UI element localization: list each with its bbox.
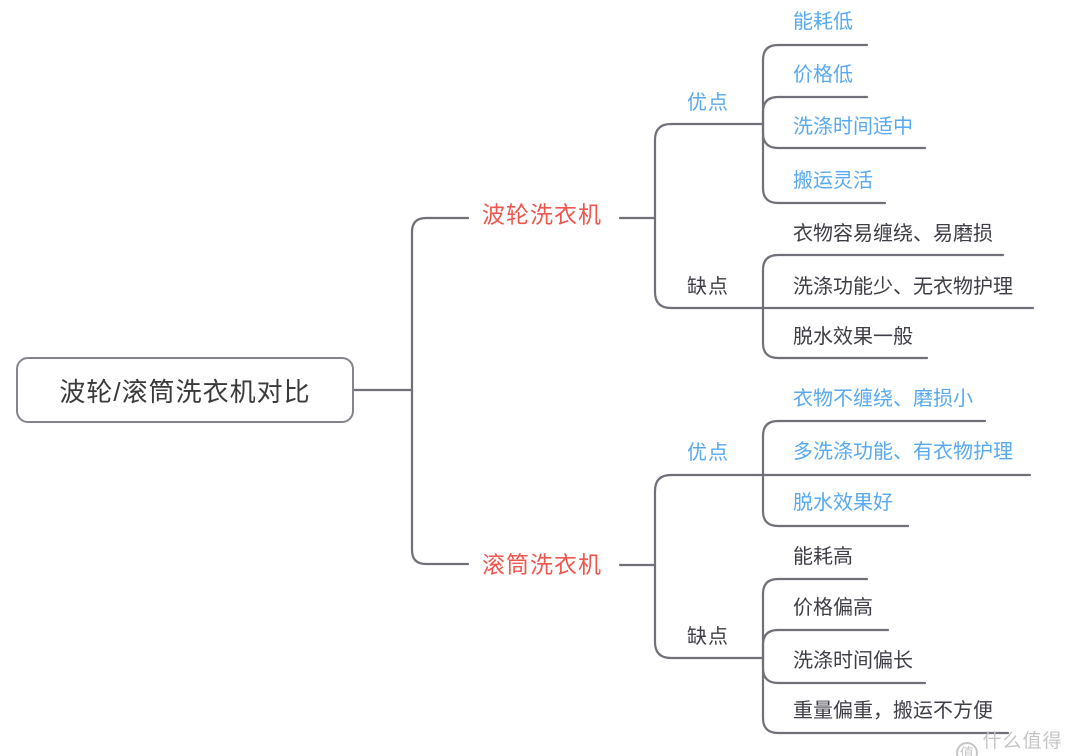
connector-b1-dis-1 [761, 253, 1005, 310]
mindmap-root-node[interactable]: 波轮/滚筒洗衣机对比 [16, 357, 354, 423]
connector-b2-dis-1 [761, 577, 869, 660]
mindmap-node-leaf[interactable]: 脱水效果好 [793, 492, 893, 514]
connector-b2-adv-1 [761, 419, 987, 477]
mindmap-node-leaf[interactable]: 重量偏重，搬运不方便 [793, 700, 993, 722]
connector-branch2-trunk [653, 473, 765, 660]
mindmap-node-group-drum-advantages[interactable]: 优点 [687, 442, 729, 464]
mindmap-node-leaf[interactable]: 价格偏高 [793, 597, 873, 619]
mindmap-node-group-pulsator-advantages[interactable]: 优点 [687, 92, 729, 114]
mindmap-node-leaf[interactable]: 能耗低 [793, 11, 853, 33]
smzdm-watermark-text: 什么值得买 [982, 731, 1063, 752]
mindmap-node-group-pulsator-disadvantages[interactable]: 缺点 [687, 276, 729, 298]
mindmap-node-leaf[interactable]: 洗涤时间偏长 [793, 650, 913, 672]
mindmap-node-group-drum-disadvantages[interactable]: 缺点 [687, 626, 729, 648]
mindmap-node-leaf[interactable]: 能耗高 [793, 546, 853, 568]
mindmap-node-leaf[interactable]: 价格低 [793, 64, 853, 86]
connector-branch1-trunk [653, 122, 765, 310]
mindmap-node-leaf[interactable]: 多洗涤功能、有衣物护理 [793, 441, 1013, 463]
mindmap-node-branch-pulsator[interactable]: 波轮洗衣机 [482, 201, 602, 228]
smzdm-logo-icon: 值 [956, 742, 978, 756]
connector-b1-dis-3 [761, 306, 929, 360]
connector-b1-adv-1 [761, 43, 869, 126]
connector-b2-dis-2 [761, 628, 890, 660]
connector-b1-adv-4 [761, 122, 887, 205]
smzdm-watermark: 值 什么值得买 [956, 726, 1080, 756]
mindmap-node-leaf[interactable]: 衣物不缠绕、磨损小 [793, 388, 973, 410]
root-node-label: 波轮/滚筒洗衣机对比 [59, 376, 311, 407]
connector-b1-adv-2 [761, 95, 869, 126]
mindmap-node-leaf[interactable]: 搬运灵活 [793, 170, 873, 192]
connector-root-fork [410, 216, 470, 566]
mindmap-node-leaf[interactable]: 洗涤功能少、无衣物护理 [793, 276, 1013, 298]
mindmap-node-leaf[interactable]: 洗涤时间适中 [793, 116, 913, 138]
connector-b2-adv-3 [761, 473, 910, 528]
mindmap-node-leaf[interactable]: 衣物容易缠绕、易磨损 [793, 223, 993, 245]
mindmap-node-leaf[interactable]: 脱水效果一般 [793, 326, 913, 348]
mindmap-node-branch-drum[interactable]: 滚筒洗衣机 [482, 551, 602, 578]
connector-b2-dis-4 [761, 656, 1010, 735]
